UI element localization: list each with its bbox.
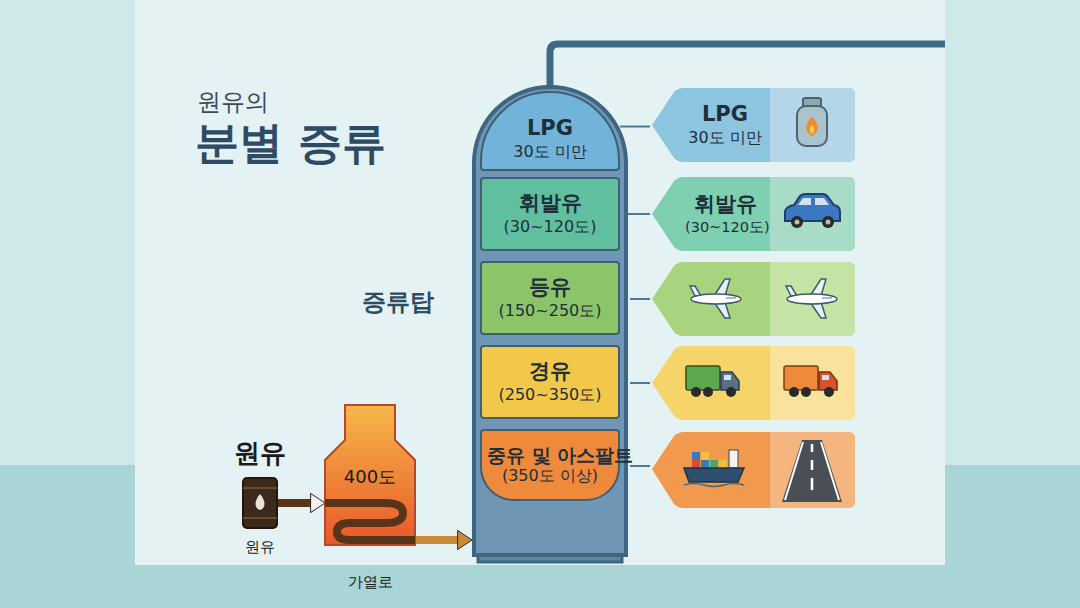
text-group: 경유(250~350도) (482, 347, 618, 417)
temperature-range: (250~350도) (482, 385, 618, 405)
fraction-name: 경유 (482, 359, 618, 384)
temperature-range: (150~250도) (482, 301, 618, 321)
road-icon (782, 440, 842, 502)
fraction-name: 휘발유 (482, 191, 618, 216)
fraction-name: LPG (482, 116, 618, 141)
tower-section: 경유(250~350도) (480, 345, 620, 419)
tower-section: 등유(150~250도) (480, 261, 620, 335)
crude-oil-barrel: 원유원유 (243, 478, 277, 528)
temperature-range: 30도 미만 (680, 128, 770, 148)
connector-line (277, 499, 312, 507)
temperature-range: (30~120도) (680, 218, 770, 236)
center-panel (135, 0, 945, 565)
fraction-name: 휘발유 (680, 192, 770, 217)
product-box: LPG30도 미만 (650, 88, 855, 162)
text-group: 휘발유(30~120도) (680, 177, 770, 251)
kerosene-icon-box (652, 262, 855, 336)
tower-section: 중유 및 아스팔트(350도 이상) (480, 429, 620, 501)
leader-connector (620, 126, 650, 127)
furnace-caption: 가열로 (315, 573, 425, 592)
text-group: 등유(150~250도) (482, 263, 618, 333)
temperature-label: 400도 (325, 465, 415, 489)
text-group: LPG30도 미만 (680, 88, 770, 162)
product-box-shape (650, 88, 855, 162)
fraction-name: LPG (680, 102, 770, 127)
top-pipe (550, 44, 945, 90)
product-box: 휘발유(30~120도) (650, 177, 855, 251)
crude-oil-caption: 원유 (223, 538, 297, 557)
heavy-oil-icon-box (652, 432, 855, 508)
diagram-title: 분별 증류 (195, 114, 386, 173)
ship-icon (684, 450, 744, 487)
text-group: 중유 및 아스팔트(350도 이상) (482, 431, 618, 499)
fraction-name: 등유 (482, 275, 618, 300)
text-group: LPG30도 미만 (482, 107, 618, 171)
temperature-range: (30~120도) (482, 217, 618, 237)
distillation-tower: 증류탑LPG30도 미만휘발유(30~120도)등유(150~250도)경유(2… (472, 85, 628, 555)
diesel-icon-box (652, 346, 855, 420)
crude-oil-barrel-shape (243, 478, 277, 528)
heating-furnace: 400도가열로 (325, 405, 415, 545)
title-prefix: 원유의 (197, 86, 269, 118)
crude-oil-pipe (277, 493, 325, 512)
temperature-range: (350도 이상) (482, 466, 618, 486)
arrowhead (458, 530, 472, 549)
truck-icon (686, 366, 739, 397)
text-group: 휘발유(30~120도) (482, 179, 618, 249)
bottom-band (0, 565, 1080, 608)
tower-section: 휘발유(30~120도) (480, 177, 620, 251)
crude-oil-heading: 원유 (223, 436, 297, 471)
fraction-name: 중유 및 아스팔트 (482, 444, 618, 467)
connector-line (620, 126, 650, 128)
arrowhead (311, 493, 325, 512)
connector-line (415, 536, 459, 544)
feed-pipe (415, 530, 472, 549)
tower-label: 증류탑 (350, 286, 446, 318)
truck-icon (784, 366, 837, 397)
temperature-range: 30도 미만 (482, 142, 618, 162)
leader-lines (630, 299, 650, 466)
